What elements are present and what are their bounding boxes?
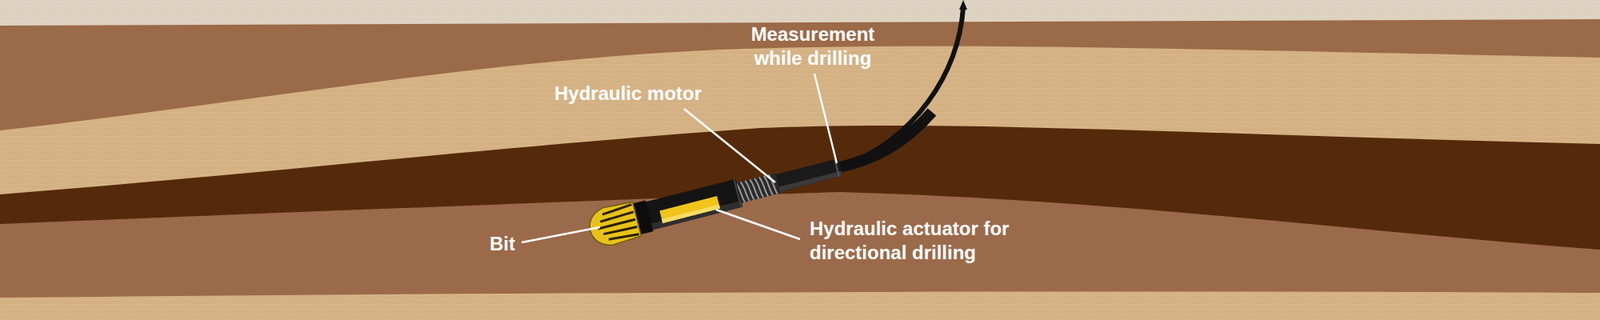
part-label: Hydraulic motor [554, 81, 731, 106]
part-label: Measurement while drilling [736, 22, 889, 71]
bit-ridge [601, 204, 632, 216]
leader-line [684, 108, 776, 183]
leader-line [716, 209, 800, 240]
shale-layer [0, 125, 1600, 320]
hydraulic-motor [735, 172, 781, 204]
actuator-housing [640, 179, 743, 232]
motor-thread [754, 177, 764, 199]
motor-thread [744, 180, 754, 201]
motor-thread [740, 180, 750, 202]
rock-layer [0, 192, 1600, 320]
hydraulic-actuator [659, 196, 720, 224]
sand-layer [0, 46, 1600, 320]
motor-thread [759, 176, 768, 197]
mwd-tool [774, 158, 843, 192]
leader-line [814, 73, 837, 164]
leader-line [521, 227, 600, 243]
part-label: Hydraulic actuator for directional drill… [809, 216, 1050, 265]
drill-bit [585, 200, 642, 249]
motor-thread [749, 178, 759, 200]
part-label: Bit [467, 232, 516, 256]
pipe-arrow [959, 0, 968, 10]
sand-layer [0, 291, 1600, 320]
bit-ridge [608, 232, 640, 243]
rock-layer [0, 19, 1600, 320]
bottom-hole-assembly [585, 148, 845, 250]
